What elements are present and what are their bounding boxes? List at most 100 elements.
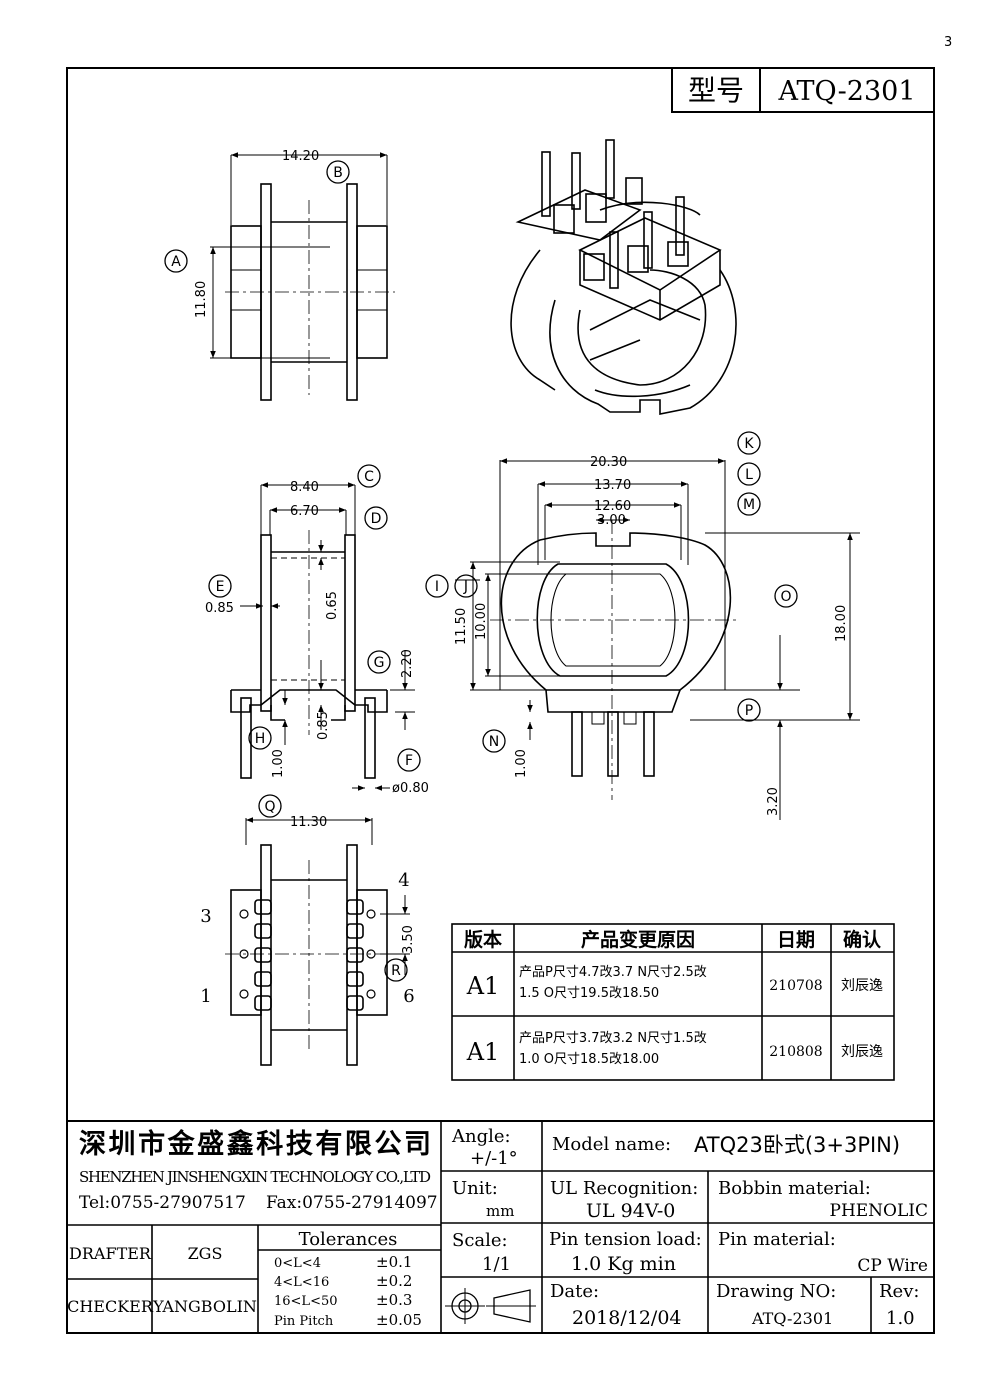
svg-text:210708: 210708	[769, 978, 822, 994]
company-en: SHENZHEN JINSHENGXIN TECHNOLOGY CO.,LTD	[79, 1168, 431, 1186]
pin-tension-label: Pin tension load:	[549, 1229, 702, 1250]
rev-header-reason: 产品变更原因	[581, 928, 695, 951]
drawing-no-value: ATQ-2301	[751, 1309, 833, 1328]
rev-label: Rev:	[879, 1281, 919, 1302]
bobbin-label: Bobbin material:	[718, 1178, 871, 1199]
dim-20-30: 20.30	[590, 455, 627, 470]
dim-8-40: 8.40	[290, 480, 319, 495]
svg-text:C: C	[364, 469, 374, 485]
scale-value: 1/1	[482, 1254, 511, 1275]
dim-11-30: 11.30	[290, 815, 327, 830]
svg-text:K: K	[744, 436, 754, 452]
dim-10-00: 10.00	[474, 603, 489, 640]
angle-value: +/-1°	[470, 1148, 518, 1169]
svg-text:M: M	[743, 497, 755, 513]
model-name-label: Model name:	[552, 1134, 671, 1155]
svg-text:F: F	[405, 753, 413, 769]
svg-text:A: A	[171, 254, 181, 270]
svg-text:A1: A1	[466, 1038, 500, 1066]
callout-c: C	[357, 464, 381, 488]
pin-material-label: Pin material:	[718, 1229, 836, 1250]
pin-label-3: 3	[200, 906, 211, 927]
unit-value: mm	[486, 1202, 514, 1220]
tolerance-range: 0<L<4	[274, 1256, 321, 1271]
revision-table	[451, 923, 895, 1081]
svg-text:J: J	[463, 579, 468, 595]
callout-l: L	[737, 462, 761, 486]
svg-text:L: L	[745, 467, 753, 483]
end-view	[230, 482, 415, 791]
side-view	[210, 152, 395, 401]
bobbin-value: PHENOLIC	[830, 1201, 929, 1221]
company-fax: Fax:0755-27914097	[266, 1193, 438, 1213]
pin-tension-value: 1.0 Kg min	[571, 1253, 676, 1275]
checker-value: YANGBOLIN	[152, 1297, 257, 1316]
date-value: 2018/12/04	[572, 1307, 682, 1329]
svg-text:D: D	[371, 511, 382, 527]
rev-header-confirm: 确认	[843, 928, 881, 951]
dim-18-00: 18.00	[834, 605, 849, 642]
callout-k: K	[737, 431, 761, 455]
svg-text:I: I	[435, 579, 439, 595]
dim-0-80: ø0.80	[392, 781, 429, 796]
callout-p: P	[737, 698, 761, 722]
isometric-view	[510, 139, 737, 415]
tolerance-value: ±0.3	[376, 1291, 412, 1309]
dim-0-85a: 0.85	[205, 601, 234, 616]
svg-text:B: B	[333, 165, 343, 181]
dim-1-00b: 1.00	[514, 749, 529, 778]
unit-label: Unit:	[452, 1178, 498, 1199]
callout-i: I	[425, 574, 449, 598]
callout-e: E	[208, 574, 232, 598]
callout-o: O	[774, 584, 798, 608]
pin-label-6: 6	[403, 986, 414, 1007]
dim-0-85b: 0.85	[316, 711, 331, 740]
front-view	[455, 458, 860, 820]
svg-text:刘辰逸: 刘辰逸	[841, 1044, 883, 1060]
drawing-frame	[66, 67, 935, 1334]
model-box-label: 型号	[688, 74, 744, 107]
model-name-value: ATQ23卧式(3+3PIN)	[694, 1133, 900, 1157]
callout-g: G	[367, 650, 391, 674]
callout-b: B	[326, 160, 350, 184]
model-box: 型号 ATQ-2301	[671, 67, 935, 113]
callout-f: F	[397, 748, 421, 772]
dim-13-70: 13.70	[594, 478, 631, 493]
date-label: Date:	[550, 1281, 599, 1302]
callout-q: Q	[258, 794, 282, 818]
svg-text:210808: 210808	[769, 1044, 822, 1060]
ul-label: UL Recognition:	[550, 1178, 698, 1199]
tolerance-value: ±0.05	[376, 1311, 422, 1329]
company-cn: 深圳市金盛鑫科技有限公司	[79, 1128, 431, 1160]
dim-14-20: 14.20	[282, 149, 319, 164]
svg-text:产品P尺寸4.7改3.7 N尺寸2.5改: 产品P尺寸4.7改3.7 N尺寸2.5改	[519, 965, 707, 980]
dim-0-65: 0.65	[325, 591, 340, 620]
svg-text:E: E	[216, 579, 225, 595]
svg-text:Q: Q	[264, 799, 275, 815]
svg-text:O: O	[780, 589, 791, 605]
rev-header-version: 版本	[464, 928, 502, 951]
scale-label: Scale:	[452, 1230, 508, 1251]
tolerances-title: Tolerances	[299, 1229, 398, 1250]
svg-text:刘辰逸: 刘辰逸	[841, 978, 883, 994]
dim-12-60: 12.60	[594, 499, 631, 514]
dim-2-20: 2.20	[400, 649, 415, 678]
tolerance-value: ±0.2	[376, 1272, 412, 1290]
model-box-value: ATQ-2301	[778, 76, 916, 107]
dim-11-80: 11.80	[194, 281, 209, 318]
rev-header-date: 日期	[777, 929, 815, 951]
dim-3-00: 3.00	[597, 513, 626, 528]
tolerance-range: Pin Pitch	[274, 1314, 334, 1329]
table-row: A1 产品P尺寸3.7改3.2 N尺寸1.5改 1.0 O尺寸18.5改18.0…	[466, 1031, 883, 1067]
callout-r: R	[384, 958, 408, 982]
corner-mark: 3	[944, 35, 952, 50]
drafter-label: DRAFTER	[69, 1244, 152, 1263]
angle-label: Angle:	[451, 1126, 511, 1147]
pin-material-value: CP Wire	[857, 1256, 928, 1276]
svg-text:1.0 O尺寸18.5改18.00: 1.0 O尺寸18.5改18.00	[519, 1052, 659, 1067]
svg-text:1.5 O尺寸19.5改18.50: 1.5 O尺寸19.5改18.50	[519, 986, 659, 1001]
drafter-value: ZGS	[188, 1244, 223, 1263]
ul-value: UL 94V-0	[586, 1200, 675, 1222]
callout-h: H	[248, 726, 272, 750]
bottom-view	[225, 817, 410, 1066]
